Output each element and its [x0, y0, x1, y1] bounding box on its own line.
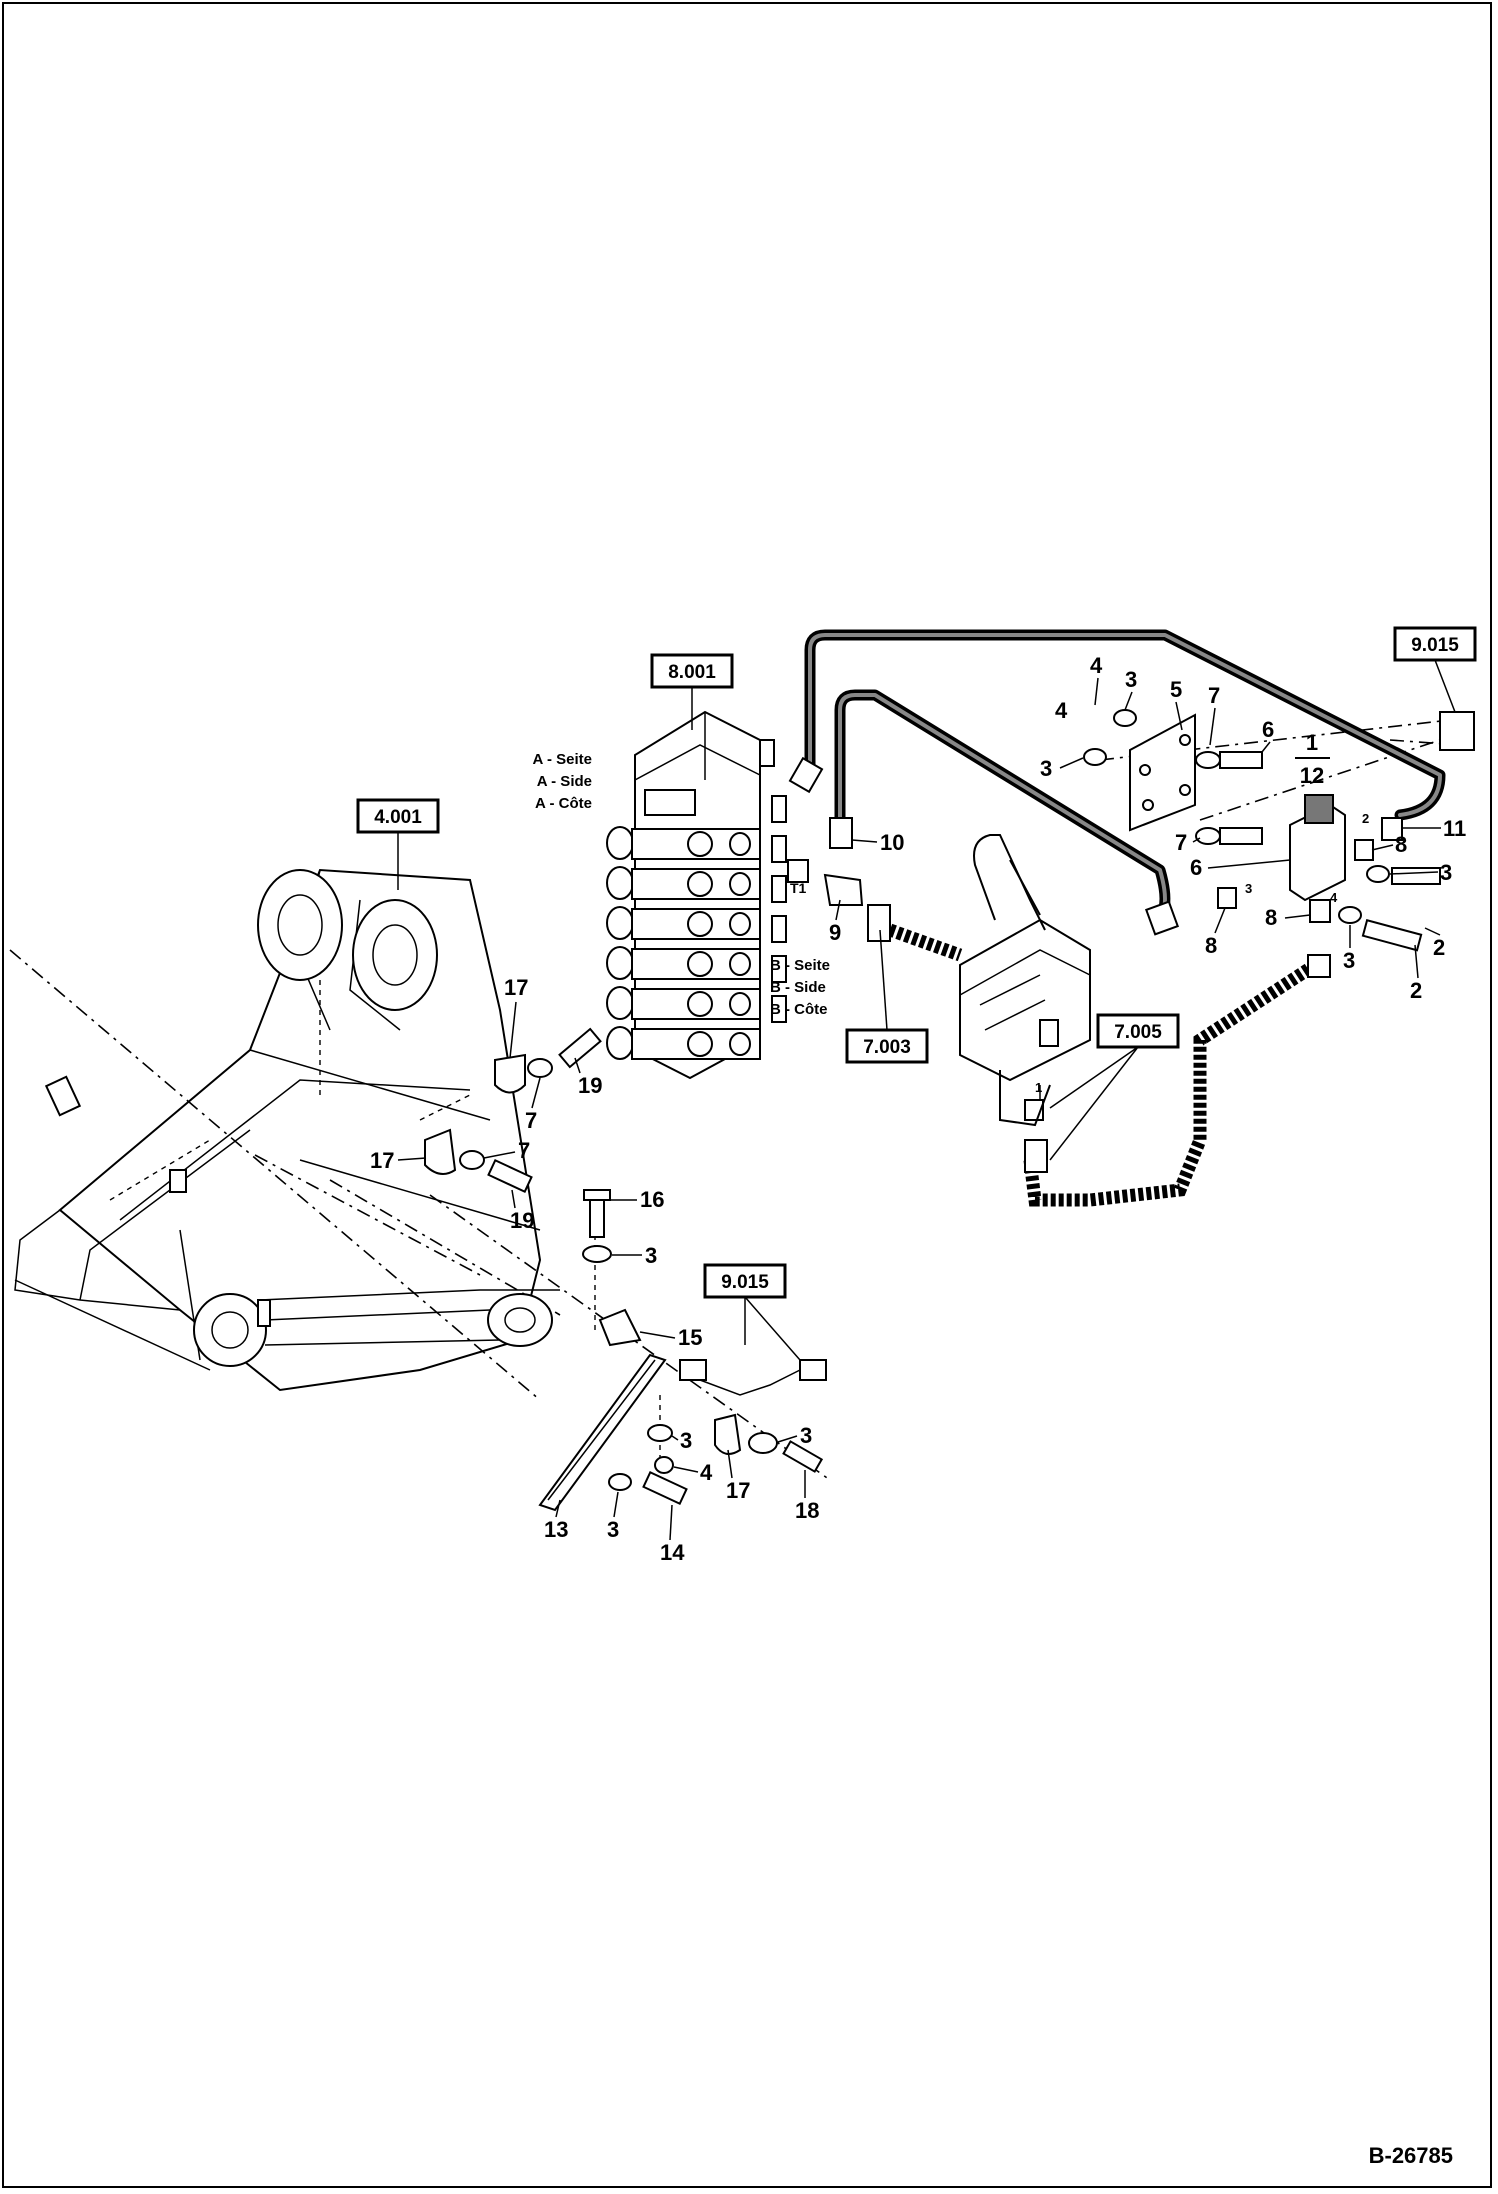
ref-box-switch-top: 9.015	[1393, 626, 1477, 713]
a-side-label: A - Seite A - Side A - Côte	[533, 751, 592, 812]
ref-switch-top-label: 9.015	[1411, 635, 1459, 656]
ref-switch-bottom-label: 9.015	[721, 1272, 769, 1293]
b-side-de: B - Seite	[770, 957, 830, 974]
swing-frame	[14, 868, 560, 1392]
ref-box-hose-b: 7.005	[1049, 1013, 1180, 1161]
callout-3: 3	[607, 1517, 619, 1542]
port-t1: T1	[790, 880, 807, 896]
ref-frame-label: 4.001	[374, 807, 422, 828]
sheet-code: B-26785	[1369, 2143, 1453, 2168]
a-side-fr: A - Côte	[535, 795, 592, 812]
valve-port	[729, 992, 751, 1016]
valve-port	[729, 832, 751, 856]
ref-hose-a-label: 7.003	[863, 1037, 911, 1058]
valve-spool-cap	[606, 906, 634, 940]
ref-box-switch-bottom: 9.015	[703, 1263, 801, 1361]
ref-hose-b-label: 7.005	[1114, 1022, 1162, 1043]
callout-4: 4	[1090, 653, 1103, 678]
callout-3: 3	[1343, 948, 1355, 973]
callout-3: 3	[1125, 667, 1137, 692]
valve-port	[687, 951, 713, 977]
joystick-control	[959, 834, 1091, 1127]
a-side-de: A - Seite	[533, 751, 592, 768]
callout-7: 7	[518, 1138, 530, 1163]
callout-13: 13	[544, 1517, 568, 1542]
fittings	[679, 711, 1475, 1396]
valve-port	[687, 831, 713, 857]
valve-port	[687, 1031, 713, 1057]
callout-19: 19	[578, 1073, 602, 1098]
port-labels: T1 1 2 3 4	[790, 811, 1369, 1095]
control-valve-block	[606, 710, 787, 1080]
callout-17: 17	[370, 1148, 394, 1173]
solenoid-valve-assembly	[1083, 709, 1441, 952]
callout-7: 7	[1208, 683, 1220, 708]
callout-2: 2	[1433, 935, 1445, 960]
callout-19: 19	[510, 1208, 534, 1233]
callout-10: 10	[880, 830, 904, 855]
valve-port	[687, 871, 713, 897]
callout-15: 15	[678, 1325, 702, 1350]
b-side-label: B - Seite B - Side B - Côte	[770, 957, 830, 1018]
b-side-fr: B - Côte	[770, 1001, 828, 1018]
clamps-and-bolts	[424, 1027, 824, 1512]
valve-port	[687, 991, 713, 1017]
callout-18: 18	[795, 1498, 819, 1523]
valve-port	[729, 912, 751, 936]
callout-1: 1	[1306, 730, 1318, 755]
ref-box-frame: 4.001	[356, 798, 440, 890]
callout-6: 6	[1190, 855, 1202, 880]
valve-spool-cap	[606, 986, 634, 1020]
callout-6: 6	[1262, 717, 1274, 742]
callout-2: 2	[1410, 978, 1422, 1003]
callout-9: 9	[829, 920, 841, 945]
valve-spool-cap	[606, 1026, 634, 1060]
valve-port	[729, 872, 751, 896]
callout-7: 7	[1175, 830, 1187, 855]
callout-16: 16	[640, 1187, 664, 1212]
callout-4: 4	[1055, 698, 1068, 723]
callout-3: 3	[645, 1243, 657, 1268]
callout-3: 3	[1040, 756, 1052, 781]
port-2: 2	[1362, 811, 1369, 826]
callout-12: 12	[1300, 763, 1324, 788]
port-4: 4	[1330, 890, 1338, 905]
port-3: 3	[1245, 881, 1252, 896]
port-1: 1	[1035, 1080, 1042, 1095]
valve-port	[729, 952, 751, 976]
callout-5: 5	[1170, 677, 1182, 702]
callout-17: 17	[504, 975, 528, 1000]
ref-box-hose-a: 7.003	[845, 929, 929, 1064]
ref-control-valve-label: 8.001	[668, 662, 716, 683]
callout-3: 3	[1440, 860, 1452, 885]
valve-port	[687, 911, 713, 937]
ref-box-control-valve: 8.001	[650, 653, 734, 730]
callout-14: 14	[660, 1540, 685, 1565]
callout-3: 3	[680, 1428, 692, 1453]
callout-7: 7	[525, 1108, 537, 1133]
callout-11: 11	[1443, 816, 1466, 841]
callout-8: 8	[1205, 933, 1217, 958]
callout-8: 8	[1395, 832, 1407, 857]
valve-port	[729, 1032, 751, 1056]
callout-4: 4	[700, 1460, 713, 1485]
callout-8: 8	[1265, 905, 1277, 930]
callout-17: 17	[726, 1478, 750, 1503]
valve-spool-cap	[606, 946, 634, 980]
valve-spool-cap	[606, 866, 634, 900]
a-side-en: A - Side	[537, 773, 592, 790]
b-side-en: B - Side	[770, 979, 826, 996]
callout-3: 3	[800, 1423, 812, 1448]
valve-spool-cap	[606, 826, 634, 860]
part-callouts: 1 12 4 3 5 7 6 4 3 7 6 8 11 3 8 8 3 2 2	[370, 653, 1466, 1565]
